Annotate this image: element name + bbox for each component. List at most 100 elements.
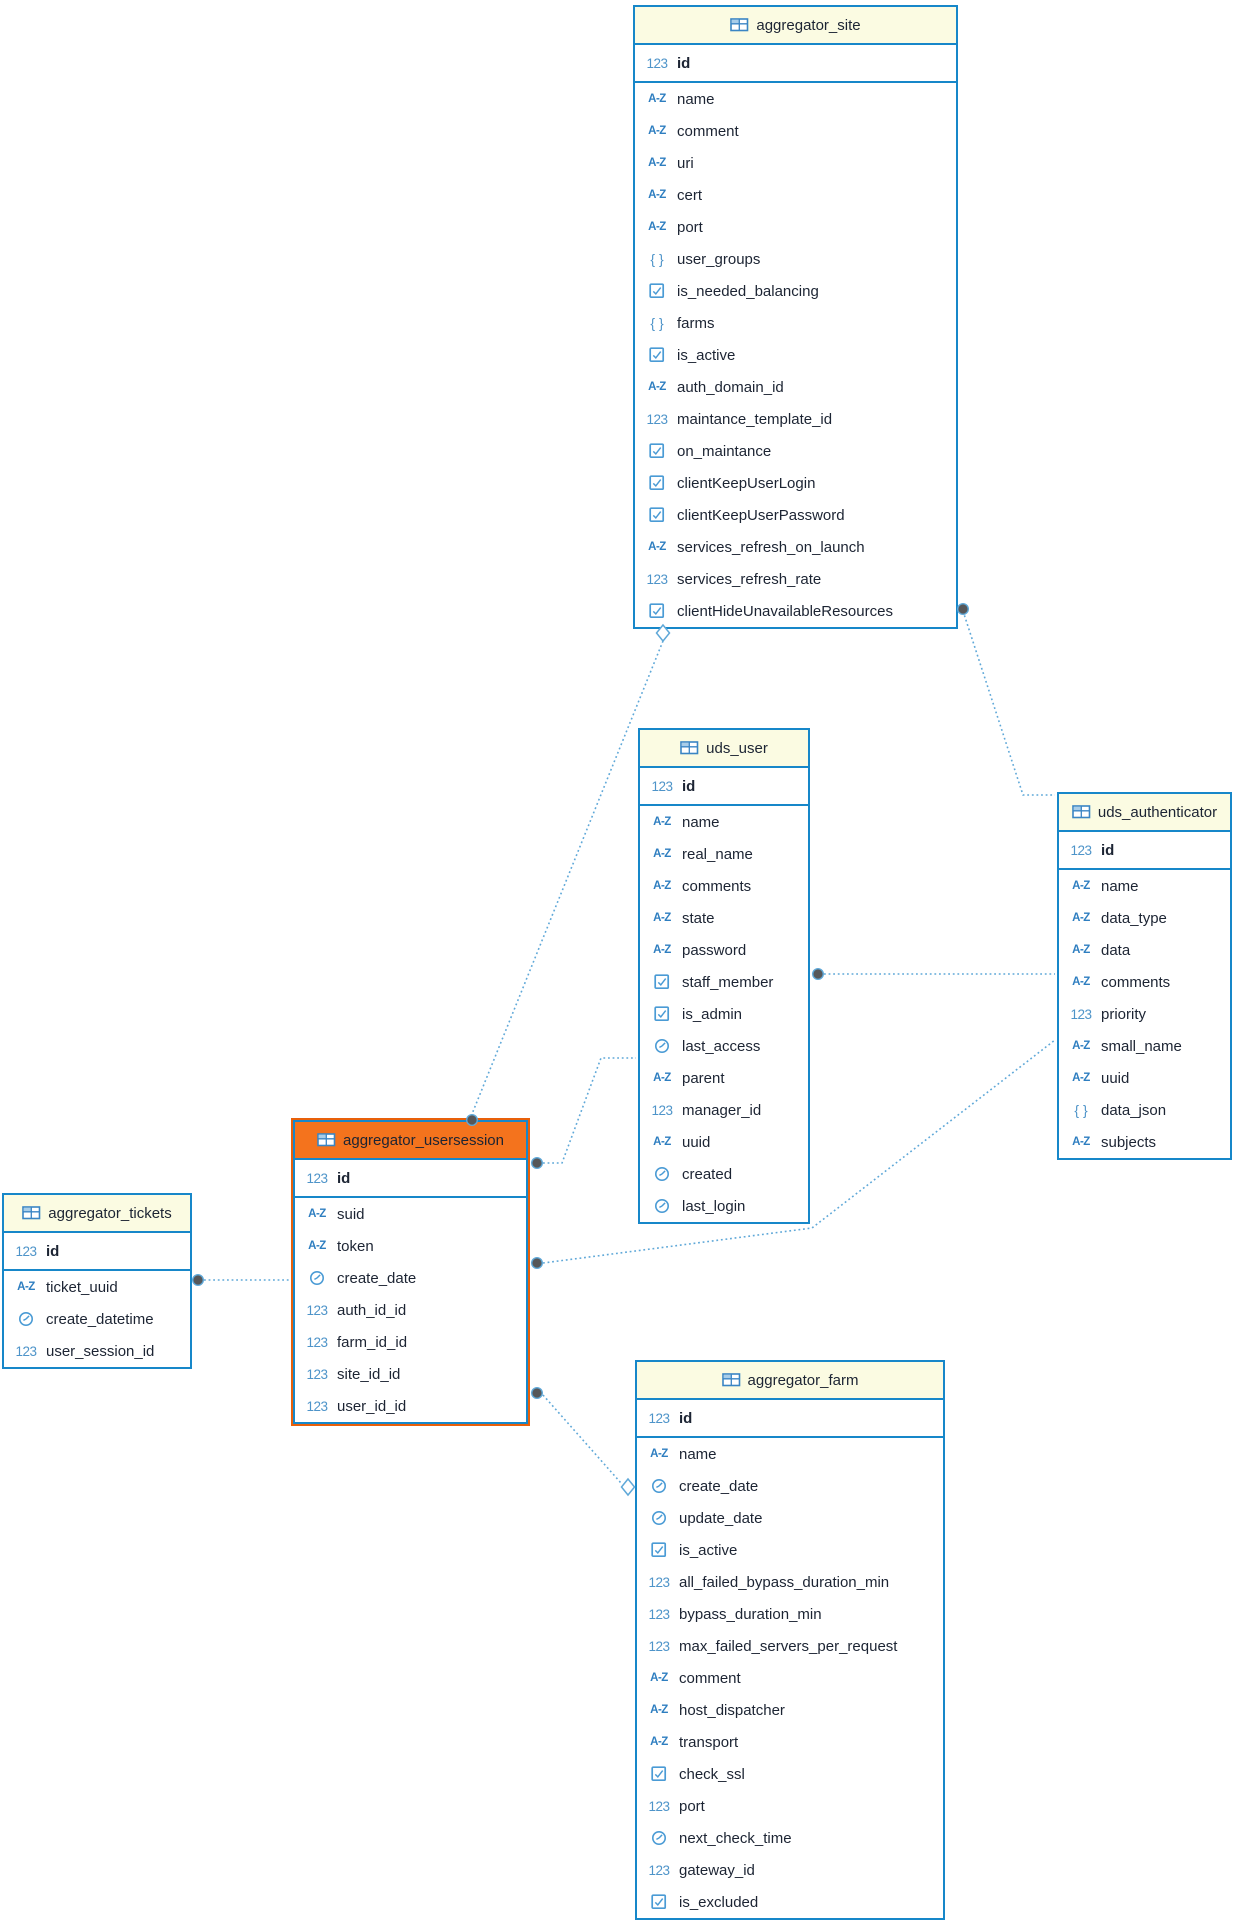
entity-header[interactable]: aggregator_usersession xyxy=(295,1122,526,1160)
field-row[interactable]: is_needed_balancing xyxy=(635,275,956,307)
field-name: small_name xyxy=(1101,1037,1182,1055)
entity-header[interactable]: aggregator_site xyxy=(635,7,956,45)
field-row[interactable]: update_date xyxy=(637,1502,943,1534)
field-row[interactable]: { }data_json xyxy=(1059,1094,1230,1126)
field-row[interactable]: is_active xyxy=(637,1534,943,1566)
field-row[interactable]: clientKeepUserLogin xyxy=(635,467,956,499)
relationship-line[interactable] xyxy=(962,610,1055,796)
table-icon xyxy=(22,1206,41,1220)
field-name: check_ssl xyxy=(679,1765,745,1783)
field-row[interactable]: is_admin xyxy=(640,998,808,1030)
relationship-line[interactable] xyxy=(543,1057,636,1164)
field-name: id xyxy=(679,1409,693,1427)
field-row[interactable]: is_active xyxy=(635,339,956,371)
relationship-line[interactable] xyxy=(542,1394,622,1484)
text-type-icon: A-Z xyxy=(653,816,671,828)
field-row[interactable]: created xyxy=(640,1158,808,1190)
entity-header[interactable]: aggregator_farm xyxy=(637,1362,943,1400)
entity-header[interactable]: uds_user xyxy=(640,730,808,768)
field-row[interactable]: 123 id xyxy=(637,1400,943,1436)
field-row[interactable]: check_ssl xyxy=(637,1758,943,1790)
field-name: uuid xyxy=(1101,1069,1130,1087)
field-row[interactable]: clientKeepUserPassword xyxy=(635,499,956,531)
numeric-type-icon: 123 xyxy=(1070,842,1092,858)
entity-header[interactable]: uds_authenticator xyxy=(1059,794,1230,832)
field-row[interactable]: { }farms xyxy=(635,307,956,339)
field-name: name xyxy=(679,1445,717,1463)
numeric-type-icon: 123 xyxy=(646,55,668,71)
field-row[interactable]: is_excluded xyxy=(637,1886,943,1918)
field-row[interactable]: create_date xyxy=(637,1470,943,1502)
text-type-icon: A-Z xyxy=(1072,1072,1090,1084)
json-type-icon: { } xyxy=(1074,1102,1088,1118)
field-row[interactable]: staff_member xyxy=(640,966,808,998)
relationship-line[interactable] xyxy=(471,640,664,1115)
field-row[interactable]: create_datetime xyxy=(4,1303,190,1335)
field-row[interactable]: last_access xyxy=(640,1030,808,1062)
field-row[interactable]: next_check_time xyxy=(637,1822,943,1854)
field-row[interactable]: last_login xyxy=(640,1190,808,1222)
field-row[interactable]: { }user_groups xyxy=(635,243,956,275)
field-row[interactable]: clientHideUnavailableResources xyxy=(635,595,956,627)
field-row[interactable]: on_maintance xyxy=(635,435,956,467)
numeric-type-icon: 123 xyxy=(648,1410,670,1426)
field-row[interactable]: create_date xyxy=(295,1262,526,1294)
field-row[interactable]: A-Z uuid xyxy=(1059,1062,1230,1094)
entity-header[interactable]: aggregator_tickets xyxy=(4,1195,190,1233)
numeric-type-icon: 123 xyxy=(648,1862,670,1878)
